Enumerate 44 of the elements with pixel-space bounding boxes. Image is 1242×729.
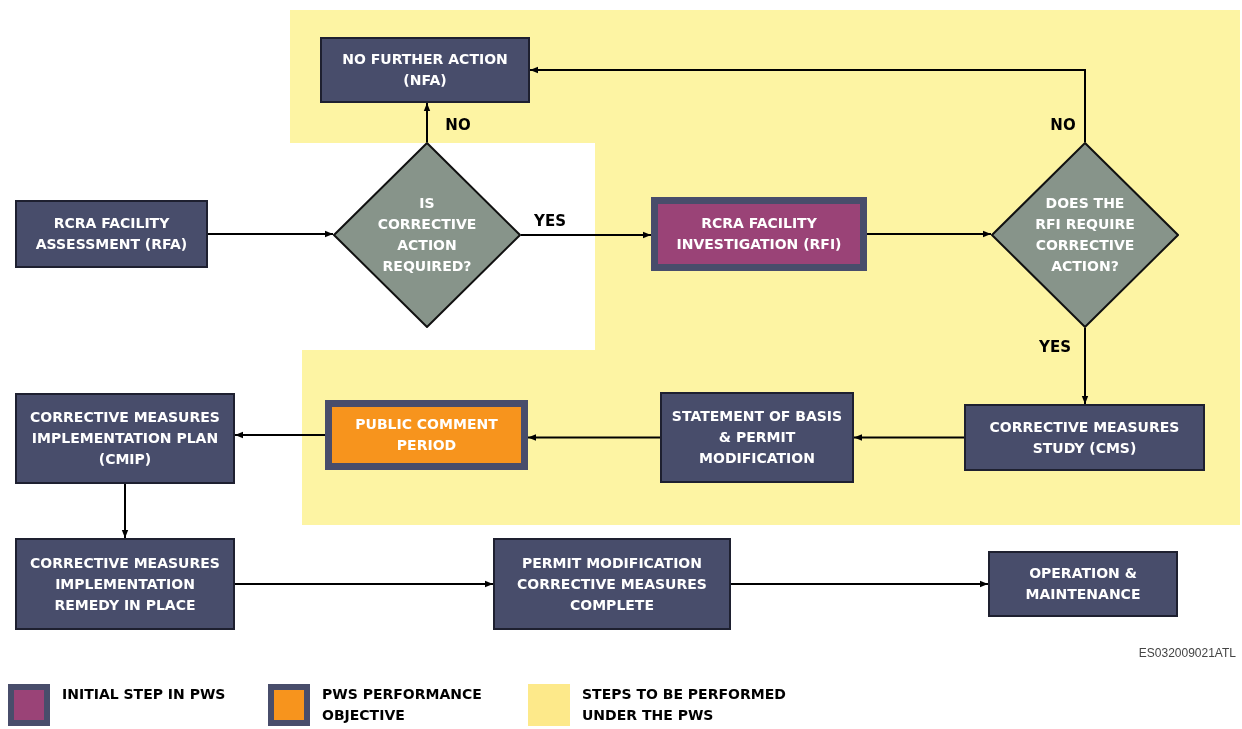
arrow	[234, 431, 326, 439]
process-box	[15, 538, 235, 630]
node-text: PERMIT MODIFICATION CORRECTIVE MEASURES COMPLETE	[516, 553, 708, 615]
arrow	[234, 580, 494, 588]
arrow	[529, 66, 1086, 143]
arrow	[520, 231, 652, 239]
decision-diamond	[333, 142, 521, 328]
node-text: RCRA FACILITY INVESTIGATION (RFI)	[675, 214, 843, 254]
arrow	[730, 580, 989, 588]
process-box	[988, 551, 1178, 617]
process-box	[964, 404, 1205, 471]
arrow	[853, 434, 965, 441]
node-text: NO FURTHER ACTION (NFA)	[341, 50, 509, 90]
arrow	[1081, 327, 1089, 405]
node-text: CORRECTIVE MEASURES IMPLEMENTATION PLAN (CMIP)	[29, 408, 221, 469]
legend-text: PWS PERFORMANCE OBJECTIVE	[322, 685, 483, 725]
process-box	[651, 197, 867, 271]
node-text: CORRECTIVE MEASURES STUDY (CMS)	[988, 417, 1181, 458]
arrow	[866, 230, 992, 238]
node-text: PUBLIC COMMENT PERIOD	[354, 415, 499, 455]
process-box	[660, 392, 854, 483]
process-box	[320, 37, 530, 103]
arrow	[423, 102, 431, 143]
arrow	[527, 434, 661, 441]
node-text: OPERATION & MAINTENANCE	[1024, 564, 1142, 604]
process-box	[325, 400, 528, 470]
figure-id: ES032009021ATL	[1138, 645, 1236, 662]
edge-label: NO	[1050, 117, 1076, 133]
legend-text: STEPS TO BE PERFORMED UNDER THE PWS	[582, 685, 787, 725]
process-box	[15, 200, 208, 268]
edge-label: YES	[1039, 339, 1071, 355]
process-box	[15, 393, 235, 484]
arrow	[207, 230, 334, 238]
node-text: IS CORRECTIVE ACTION REQUIRED?	[376, 194, 478, 276]
legend-text: INITIAL STEP IN PWS	[62, 685, 226, 704]
edge-label: NO	[445, 117, 471, 133]
arrow	[121, 483, 129, 539]
node-text: CORRECTIVE MEASURES IMPLEMENTATION REMEDY IN PLACE	[29, 553, 221, 615]
decision-diamond	[991, 142, 1179, 328]
edge-label: YES	[534, 213, 566, 229]
node-text: RCRA FACILITY ASSESSMENT (RFA)	[34, 214, 189, 254]
node-text: DOES THE RFI REQUIRE CORRECTIVE ACTION?	[1034, 194, 1136, 276]
process-box	[493, 538, 731, 630]
node-text: STATEMENT OF BASIS & PERMIT MODIFICATION	[670, 407, 844, 468]
